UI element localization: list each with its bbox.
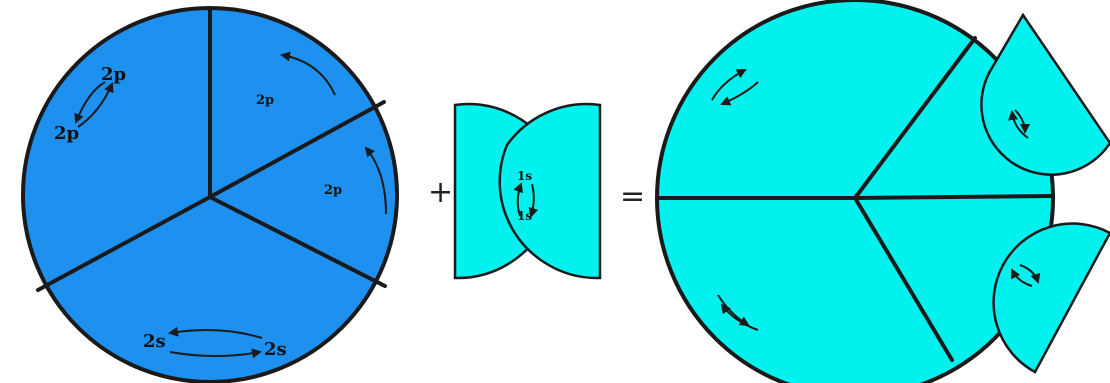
left-atom: 2p 2p 2p 2p 2s 2s: [23, 8, 397, 382]
label-2s-right: 2s: [264, 339, 287, 360]
label-2p-upper-right: 2p: [256, 93, 274, 108]
plus-operator: +: [428, 175, 453, 210]
label-2p-pair-bottom: 2p: [54, 123, 79, 144]
label-2p-right: 2p: [324, 183, 342, 198]
equals-operator: =: [620, 179, 645, 214]
product-lobe-upper: [981, 15, 1110, 175]
product-molecule: [657, 0, 1110, 383]
product-divider-right: [855, 196, 1053, 198]
label-2s-left: 2s: [143, 331, 166, 352]
label-1s-top: 1s: [517, 169, 532, 183]
product-circle: [657, 0, 1053, 383]
fragment: 1s 1s: [455, 104, 600, 278]
